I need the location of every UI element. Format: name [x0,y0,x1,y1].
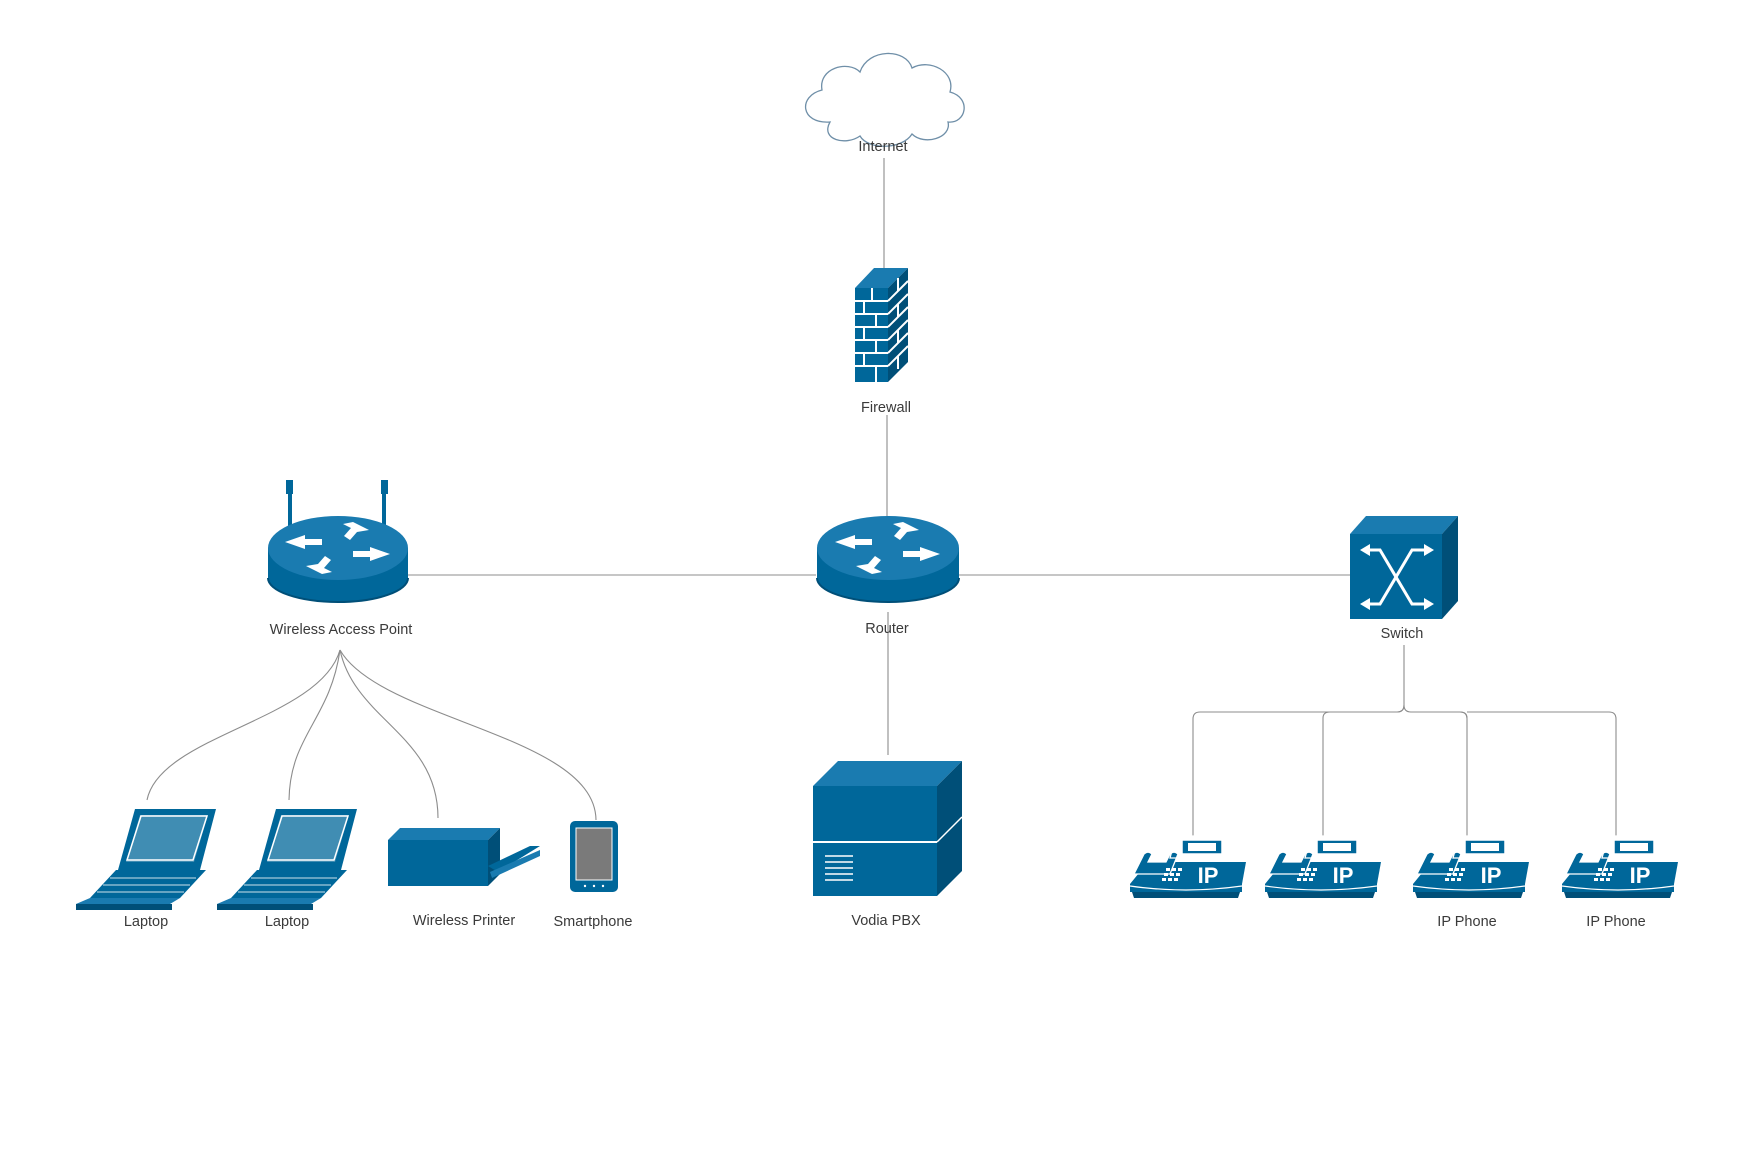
ip-phone-icon: IP [1412,835,1529,899]
phone4-label: IP Phone [1586,914,1645,930]
link-wap-laptop1 [146,649,341,801]
switch-icon [1350,516,1458,619]
internet-label: Internet [858,139,907,155]
link-switch-phone1 [1192,704,1405,836]
wap-node[interactable]: Wireless Access Point [267,480,413,638]
link-switch-trunk [1322,645,1468,719]
phone3-label: IP Phone [1437,914,1496,930]
internet-node[interactable]: Internet [805,52,965,155]
printer-icon [388,828,540,886]
ip-phone-icon: IP [1561,835,1678,899]
link-switch-phone4 [1467,711,1617,836]
smartphone-icon [570,821,618,892]
ip-phone-node-2[interactable]: IP [1264,835,1381,899]
ip-phone-node-1[interactable]: IP [1129,835,1246,899]
laptop-icon [76,809,216,910]
ip-phone-icon: IP [1264,835,1381,899]
link-wap-smartphone [339,649,597,821]
cloud-icon [805,52,965,147]
smartphone-label: Smartphone [554,914,633,930]
laptop-node-2[interactable]: Laptop [217,809,357,930]
ip-badge-4: IP [1630,863,1651,888]
router-icon [816,516,960,603]
ip-phone-icon: IP [1129,835,1246,899]
laptop-icon [217,809,357,910]
ip-phone-node-4[interactable]: IP IP Phone [1561,835,1678,930]
laptop-node-1[interactable]: Laptop [76,809,216,930]
firewall-node[interactable]: Firewall [855,268,911,416]
link-switch-phone3 [1411,711,1468,836]
switch-node[interactable]: Switch [1350,516,1458,642]
ip-badge-3: IP [1481,863,1502,888]
printer-node[interactable]: Wireless Printer [388,828,540,929]
pbx-node[interactable]: Vodia PBX [813,761,963,929]
printer-label: Wireless Printer [413,913,515,929]
smartphone-node[interactable]: Smartphone [554,821,633,930]
router-node[interactable]: Router [816,516,960,637]
wap-label: Wireless Access Point [270,622,413,638]
switch-label: Switch [1381,626,1424,642]
ip-badge-1: IP [1198,863,1219,888]
server-icon [813,761,963,896]
laptop2-label: Laptop [265,914,309,930]
ip-badge-2: IP [1333,863,1354,888]
ip-phone-node-3[interactable]: IP IP Phone [1412,835,1529,930]
wireless-router-icon [267,480,409,603]
link-wap-printer [339,649,439,819]
router-label: Router [865,621,909,637]
laptop1-label: Laptop [124,914,168,930]
link-wap-laptop2 [288,649,341,801]
pbx-label: Vodia PBX [851,913,921,929]
firewall-label: Firewall [861,400,911,416]
firewall-icon [855,268,909,382]
